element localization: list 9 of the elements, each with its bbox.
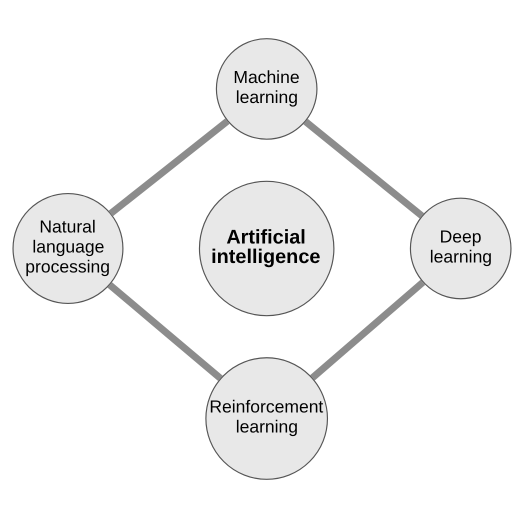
node-circle: Deep learning bbox=[410, 197, 512, 299]
node-circle: Natural language processing bbox=[12, 192, 124, 304]
connector bbox=[108, 118, 230, 216]
connector bbox=[310, 279, 426, 380]
node-circle: Machine learning bbox=[216, 38, 318, 140]
connector bbox=[107, 282, 223, 381]
node-circle: Reinforcement learning bbox=[205, 356, 328, 480]
node-circle: Artificial intelligence bbox=[198, 180, 334, 316]
connector bbox=[303, 118, 424, 218]
